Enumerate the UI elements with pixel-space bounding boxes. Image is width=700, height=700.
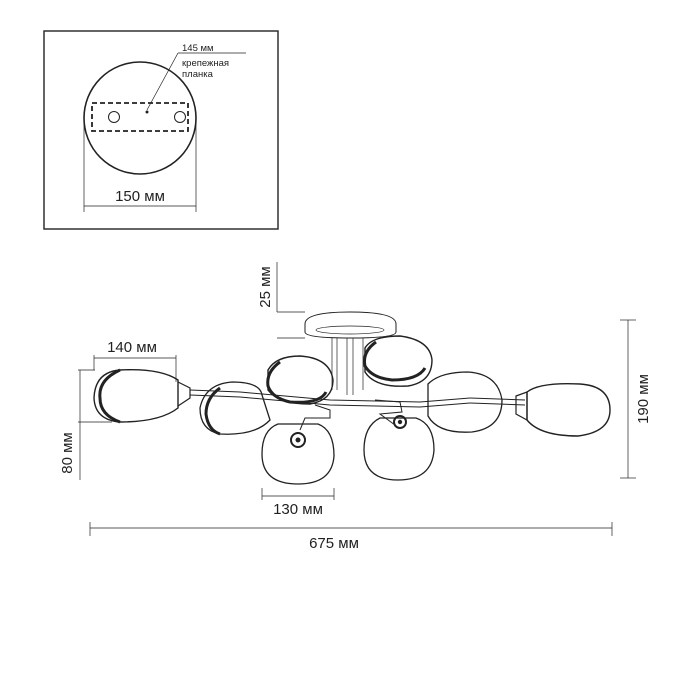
ceiling-canopy bbox=[304, 311, 397, 395]
arms bbox=[189, 389, 526, 431]
bracket-label-line1: крепежная bbox=[182, 58, 229, 69]
total-width-label: 675 мм bbox=[309, 535, 359, 552]
shade-right-inner bbox=[427, 371, 503, 433]
base-height-label: 25 мм bbox=[257, 266, 274, 307]
bracket-center-dot bbox=[145, 110, 149, 114]
inset-frame bbox=[43, 30, 279, 230]
mount-detail-inset: 145 мм крепежная планка 150 мм bbox=[43, 30, 279, 230]
dimension-lines: 25 мм 140 мм 80 мм 190 мм 130 мм 675 мм bbox=[59, 262, 652, 552]
ceiling-base-circle bbox=[83, 61, 197, 175]
base-diameter-label: 150 мм bbox=[115, 188, 165, 205]
bracket-hole-left bbox=[108, 111, 120, 123]
bracket-hole-right bbox=[174, 111, 186, 123]
shade-height-label: 80 мм bbox=[59, 432, 76, 473]
screw-spacing-label: 145 мм bbox=[182, 43, 214, 54]
shade-left-inner bbox=[199, 381, 271, 436]
shade-left bbox=[93, 368, 191, 424]
mounting-bracket bbox=[91, 102, 189, 132]
shade-length-label: 140 мм bbox=[107, 339, 157, 356]
front-shade-width-label: 130 мм bbox=[273, 501, 323, 518]
leader-screw-spacing bbox=[146, 52, 179, 111]
bracket-label-line2: планка bbox=[182, 69, 214, 80]
shade-right bbox=[515, 382, 611, 437]
shade-front-right bbox=[363, 415, 435, 481]
shade-top-right bbox=[363, 335, 433, 387]
chandelier-drawing bbox=[93, 311, 611, 485]
shade-top-left bbox=[266, 355, 334, 405]
shade-front-left bbox=[261, 423, 335, 485]
total-height-label: 190 мм bbox=[635, 374, 652, 424]
